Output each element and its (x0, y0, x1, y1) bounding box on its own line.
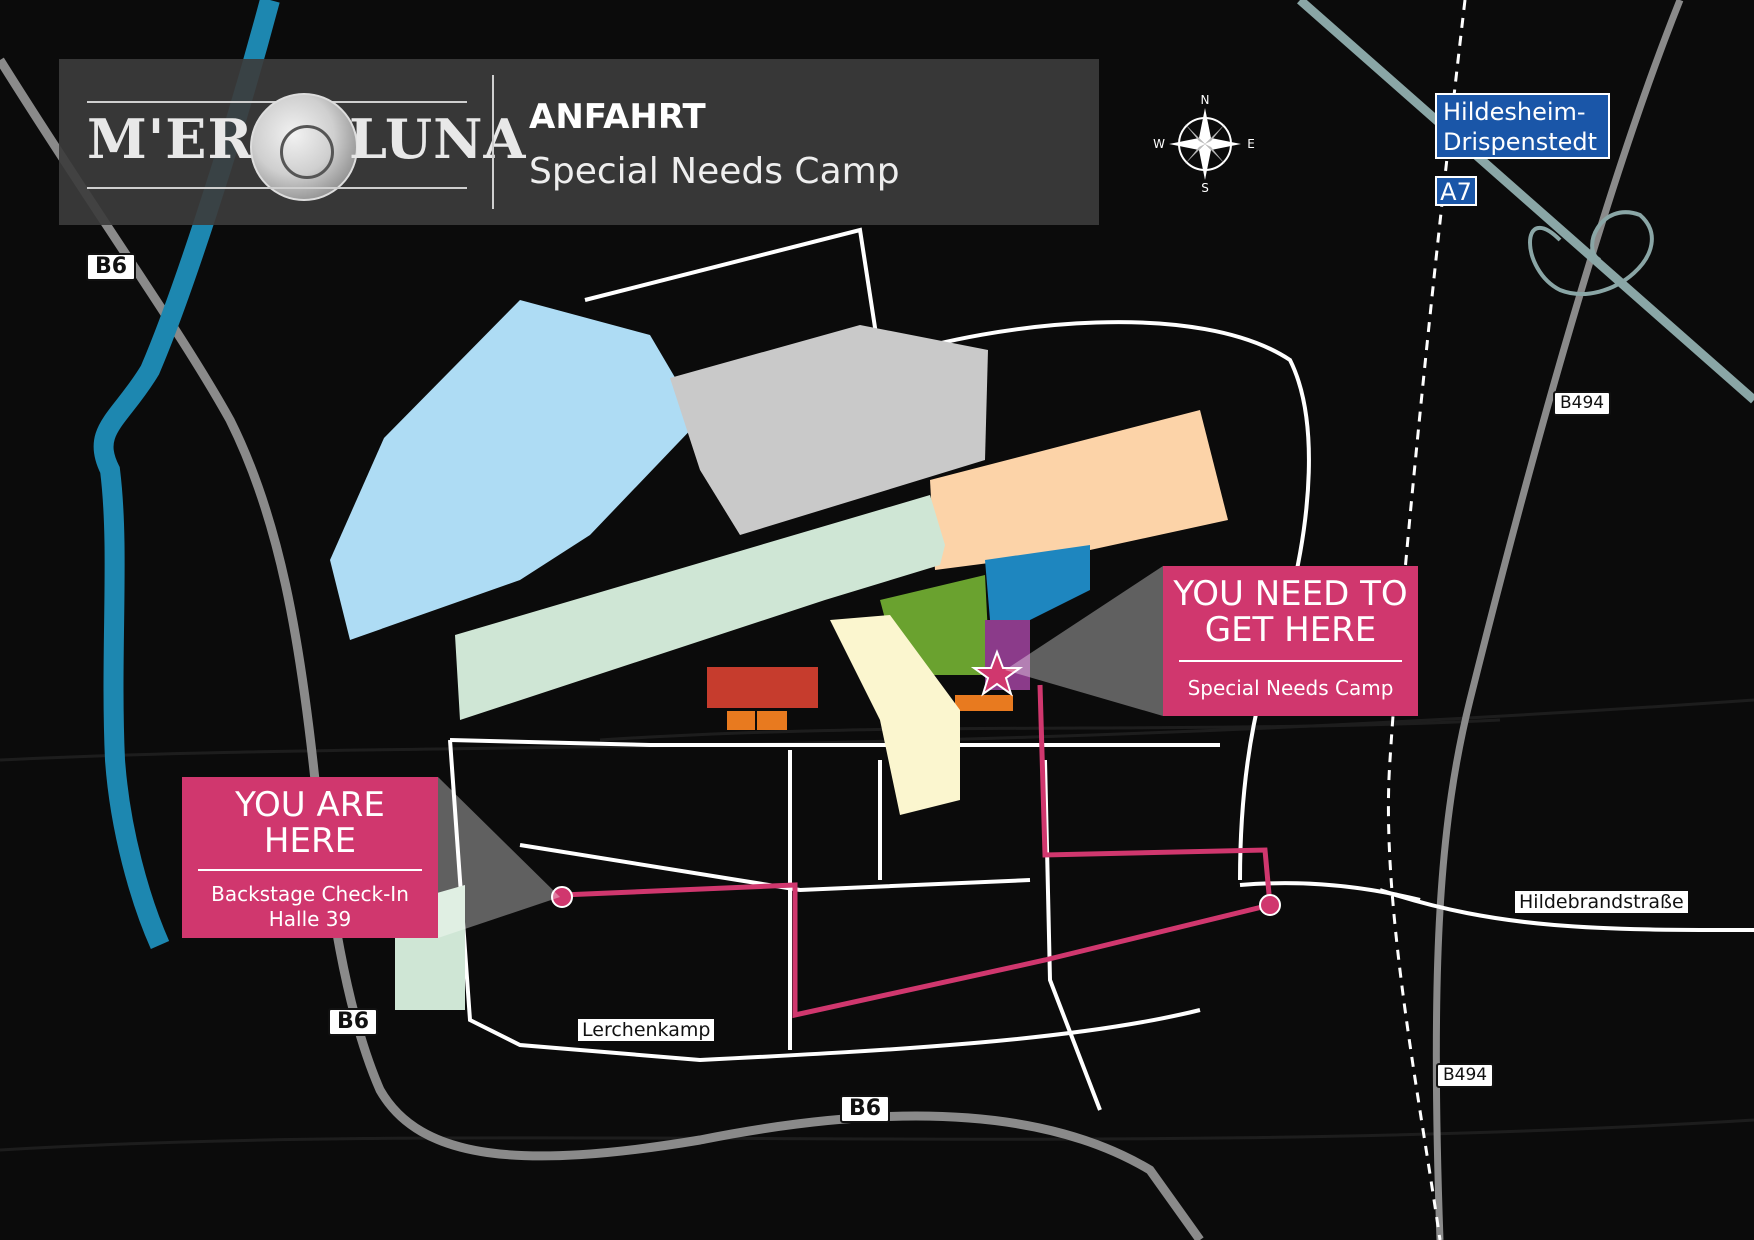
mera-luna-logo: M'ERA LUNA (87, 85, 525, 205)
target-callout-separator (1179, 660, 1402, 662)
area-peach (930, 410, 1228, 570)
road-label-b494-bottom: B494 (1436, 1063, 1495, 1088)
road-label-b6-top: B6 (86, 253, 137, 281)
logo-text-right: LUNA (349, 107, 527, 171)
sign-line-2: Drispenstedt (1443, 128, 1598, 156)
here-callout-separator (198, 869, 422, 871)
area-orange-3 (955, 695, 1013, 711)
road-label-b494-top: B494 (1553, 391, 1612, 416)
header-panel: M'ERA LUNA ANFAHRT Special Needs Camp (59, 59, 1099, 225)
highway-b6 (0, 57, 1204, 1240)
route-path (561, 684, 1273, 1019)
area-blue (985, 545, 1090, 620)
highway-interchange (1528, 210, 1654, 296)
target-callout-subtitle: Special Needs Camp (1187, 676, 1394, 700)
target-callout: YOU NEED TO GET HERE Special Needs Camp (1163, 566, 1418, 716)
compass-rose-icon: N W E S (1153, 93, 1255, 195)
street-label-hildebrandstrasse: Hildebrandstraße (1515, 891, 1688, 913)
target-callout-title-1: YOU NEED TO (1173, 574, 1408, 614)
road-label-b6-bottom: B6 (840, 1095, 891, 1123)
compass-north: N (1201, 93, 1210, 107)
compass-west: W (1153, 137, 1165, 151)
here-callout-subtitle-1: Backstage Check-In (211, 882, 409, 906)
area-runway-mint (455, 495, 945, 720)
area-grey (670, 325, 988, 535)
railway-line (1386, 0, 1467, 1240)
area-orange-2 (757, 711, 787, 730)
area-red (707, 667, 818, 708)
header-subtitle: Special Needs Camp (529, 151, 900, 192)
area-cream (830, 615, 960, 815)
highway-a7 (1297, 0, 1754, 404)
start-marker (551, 886, 573, 908)
target-callout-title-2: GET HERE (1204, 610, 1377, 650)
here-callout-title-1: YOU ARE (235, 785, 385, 825)
junction-marker (1259, 894, 1281, 916)
here-callout-beam (438, 777, 560, 938)
highway-b494 (1432, 0, 1684, 1240)
highway-exit-sign: Hildesheim- Drispenstedt (1435, 93, 1610, 159)
header-title: ANFAHRT (529, 97, 706, 137)
road-label-b6-left: B6 (328, 1008, 379, 1036)
a7-route-shield: A7 (1435, 176, 1477, 206)
street-label-lerchenkamp: Lerchenkamp (578, 1019, 715, 1041)
area-orange-1 (727, 711, 755, 730)
compass-east: E (1247, 137, 1255, 151)
logo-bottom-rule (87, 187, 467, 189)
here-callout-title-2: HERE (263, 821, 357, 861)
target-callout-beam (1005, 566, 1163, 716)
compass-south: S (1201, 181, 1209, 195)
moon-face-icon (250, 93, 358, 201)
target-star-icon (970, 649, 1024, 697)
here-callout-subtitle-2: Halle 39 (268, 907, 352, 931)
you-are-here-callout: YOU ARE HERE Backstage Check-In Halle 39 (182, 777, 438, 938)
river (93, 0, 280, 950)
camping-area-light-blue (330, 300, 700, 640)
sign-line-1: Hildesheim- (1443, 98, 1586, 126)
header-divider (492, 75, 494, 209)
